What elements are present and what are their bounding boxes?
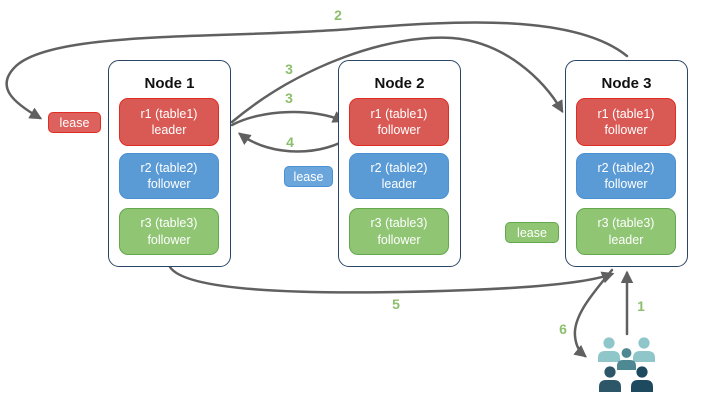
replica-role-label: follower [377, 232, 421, 247]
replica-role-label: follower [604, 177, 648, 191]
replica-role-label: follower [377, 123, 421, 137]
step-label-3a: 3 [285, 61, 293, 77]
step-label-6: 6 [559, 321, 567, 337]
step-label-1: 1 [637, 298, 645, 314]
node-3-replica-r3: r3 (table3) leader [576, 208, 676, 255]
node-2-title: Node 2 [374, 75, 425, 92]
node-1-box: Node 1 r1 (table1) leader r2 (table2) fo… [108, 60, 231, 267]
arrow-step-6 [573, 268, 614, 358]
node-2-box: Node 2 r1 (table1) follower r2 (table2) … [338, 60, 461, 267]
arrow-step-5 [168, 265, 615, 294]
node-1-replica-r3: r3 (table3) follower [119, 208, 219, 255]
node-3-title: Node 3 [601, 75, 652, 92]
replica-range-label: r1 (table1) [140, 106, 198, 121]
node-3-box: Node 3 r1 (table1) follower r2 (table2) … [565, 60, 688, 267]
replica-range-label: r3 (table3) [597, 216, 655, 231]
node-1-replica-r1: r1 (table1) leader [119, 98, 219, 146]
step-label-5: 5 [392, 296, 400, 312]
replica-role-label: follower [147, 177, 191, 191]
replica-range-label: r2 (table2) [370, 160, 428, 175]
step-label-3b: 3 [285, 90, 293, 106]
replica-range-label: r1 (table1) [597, 106, 655, 121]
node-3-replica-r1: r1 (table1) follower [576, 98, 676, 146]
replica-role-label: follower [147, 232, 191, 247]
node-2-replica-r3: r3 (table3) follower [349, 208, 449, 255]
replica-range-label: r3 (table3) [370, 216, 428, 231]
replica-role-label: leader [381, 177, 417, 191]
step-label-2: 2 [334, 7, 342, 23]
lease-badge-r1: lease [48, 112, 101, 133]
arrow-step-2 [5, 21, 629, 120]
replica-range-label: r3 (table3) [140, 216, 198, 231]
node-3-replica-r2: r2 (table2) follower [576, 153, 676, 199]
users-group-icon [598, 337, 655, 392]
lease-label: lease [517, 225, 547, 240]
node-1-title: Node 1 [144, 75, 195, 92]
lease-label: lease [293, 169, 324, 184]
lease-badge-r3: lease [505, 222, 559, 243]
replica-role-label: leader [151, 123, 187, 137]
node-1-replica-r2: r2 (table2) follower [119, 153, 219, 199]
replica-range-label: r2 (table2) [140, 160, 198, 175]
replica-role-label: leader [608, 232, 644, 247]
replica-range-label: r2 (table2) [597, 160, 655, 175]
node-2-replica-r2: r2 (table2) leader [349, 153, 449, 199]
arrow-step-3-to-node2 [230, 110, 346, 127]
node-2-replica-r1: r1 (table1) follower [349, 98, 449, 146]
replica-range-label: r1 (table1) [370, 106, 428, 121]
lease-badge-r2: lease [284, 166, 333, 187]
replica-role-label: follower [604, 123, 648, 137]
step-label-4: 4 [286, 134, 294, 150]
lease-label: lease [59, 115, 90, 130]
